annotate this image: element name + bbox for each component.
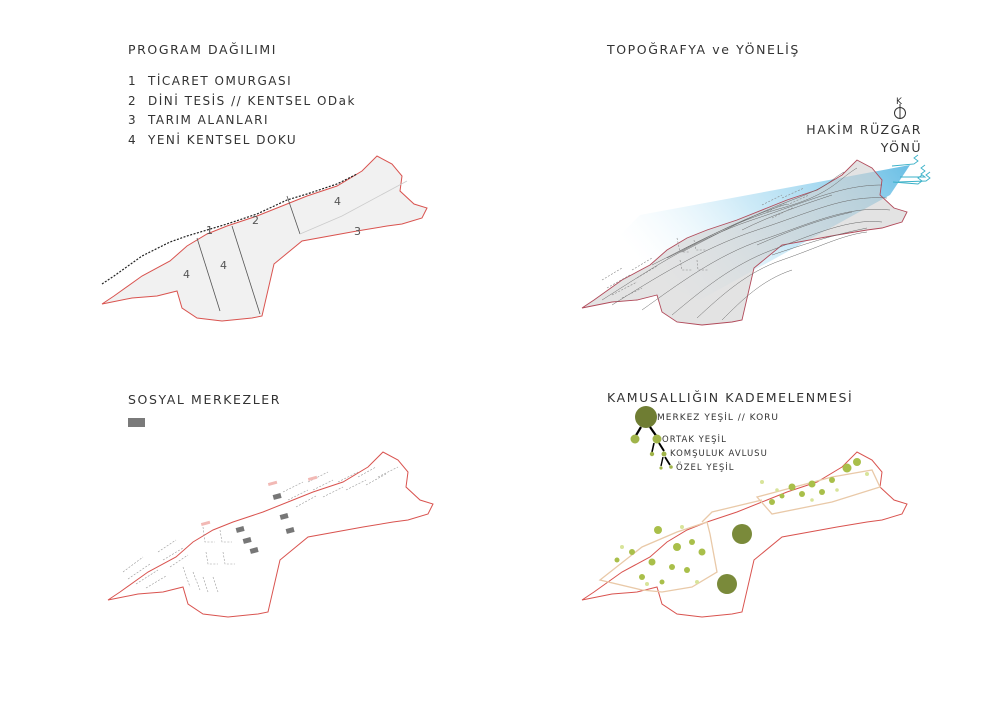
wind-label-line1: HAKİM RÜZGAR — [806, 122, 922, 137]
wind-label: HAKİM RÜZGAR YÖNÜ — [795, 122, 922, 155]
green-spaces — [614, 458, 869, 594]
commercial-spine — [101, 173, 358, 285]
zone-label: 1 — [206, 224, 213, 237]
social-title: SOSYAL MERKEZLER — [128, 392, 282, 407]
public-map — [581, 451, 908, 618]
zone-label: 4 — [220, 259, 227, 272]
zone-label: 2 — [252, 214, 259, 227]
zone-label: 3 — [354, 225, 361, 238]
hierarchy-label: ORTAK YEŞİL — [662, 434, 727, 445]
legend-item: 4 YENİ KENTSEL DOKU — [128, 131, 356, 151]
legend-item: 1 TİCARET OMURGASI — [128, 72, 356, 92]
legend-item: 2 DİNİ TESİS // KENTSEL ODak — [128, 92, 356, 112]
zone-divider — [299, 180, 408, 235]
legend-item: 3 TARIM ALANLARI — [128, 111, 356, 131]
program-title: PROGRAM DAĞILIMI — [128, 42, 278, 57]
topography-map — [581, 104, 931, 326]
contour-lines — [601, 167, 891, 321]
highlight-buildings — [200, 475, 318, 526]
legend-label: DİNİ TESİS // KENTSEL ODak — [148, 93, 356, 108]
zone-divider — [286, 195, 301, 235]
hierarchy-label: MERKEZ YEŞİL // KORU — [657, 412, 779, 423]
hierarchy-label: ÖZEL YEŞİL — [676, 462, 735, 473]
building-fabric — [122, 466, 399, 593]
hierarchy-diagram — [630, 406, 673, 470]
wind-arrows — [891, 154, 931, 185]
zone-divider — [196, 237, 221, 312]
social-map — [107, 451, 434, 618]
zone-label: 4 — [183, 268, 190, 281]
social-centers — [235, 493, 295, 554]
building-fabric — [601, 187, 810, 299]
legend-label: YENİ KENTSEL DOKU — [148, 132, 298, 147]
wind-label-line2: YÖNÜ — [880, 140, 922, 155]
legend-number: 4 — [128, 132, 138, 147]
legend-label: TARIM ALANLARI — [148, 113, 270, 127]
legend-number: 2 — [128, 93, 138, 108]
north-arrow — [894, 104, 906, 119]
social-legend-swatch — [128, 418, 145, 427]
zone-label: 4 — [334, 195, 341, 208]
program-map — [101, 155, 428, 322]
legend-number: 1 — [128, 74, 138, 88]
legend-label: TİCARET OMURGASI — [148, 74, 293, 88]
legend-number: 3 — [128, 113, 138, 127]
topography-title: TOPOĞRAFYA ve YÖNELİŞ — [607, 42, 800, 57]
public-title: KAMUSALLIĞIN KADEMELENMESİ — [607, 390, 854, 405]
north-label: K — [896, 97, 903, 107]
zone-divider — [231, 225, 261, 315]
program-legend: 1 TİCARET OMURGASI 2 DİNİ TESİS // KENTSEL… — [128, 72, 356, 150]
hierarchy-label: KOMŞULUK AVLUSU — [670, 449, 768, 459]
